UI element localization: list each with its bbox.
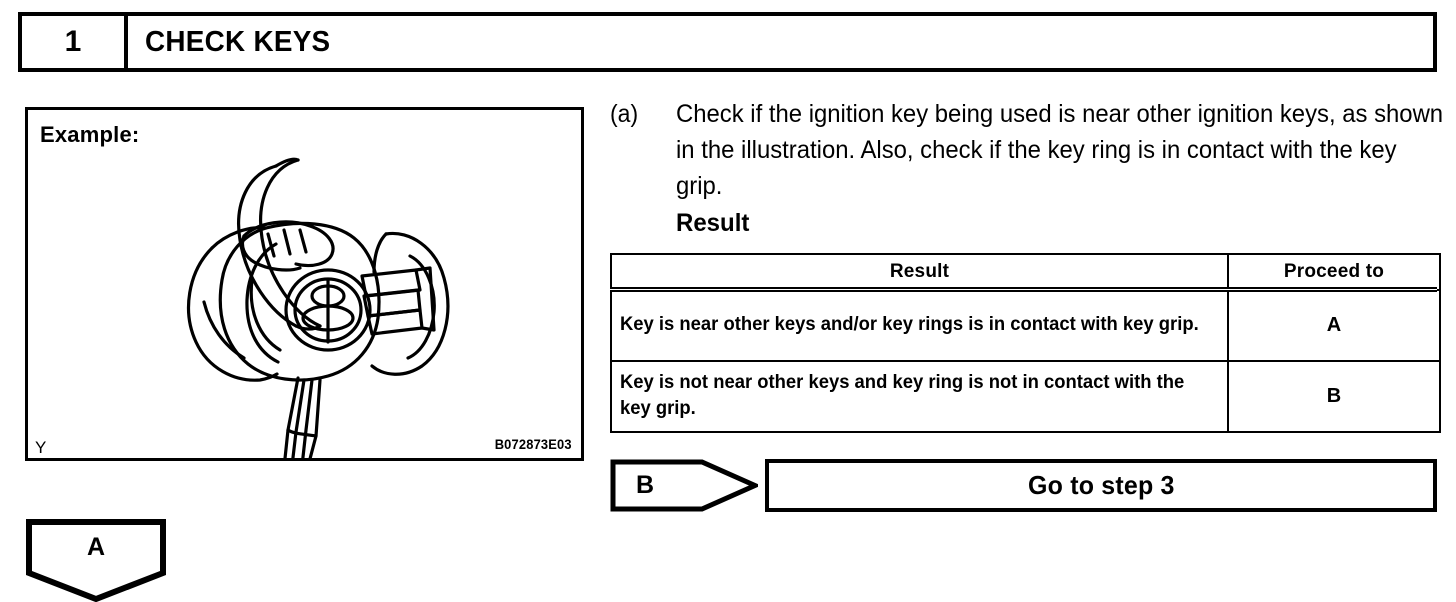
result-text-cell: Key is not near other keys and key ring … xyxy=(610,360,1229,433)
result-text-cell: Key is near other keys and/or key rings … xyxy=(610,289,1229,362)
column-header-result: Result xyxy=(610,253,1229,291)
goto-step-label: Go to step 3 xyxy=(1027,470,1175,500)
instruction-block: (a) Check if the ignition key being used… xyxy=(610,96,1443,240)
step-title: CHECK KEYS xyxy=(145,25,331,58)
proceed-to-cell: B xyxy=(1227,360,1441,433)
table-row: Key is not near other keys and key ring … xyxy=(610,360,1441,433)
instruction-body: Check if the ignition key being used is … xyxy=(676,96,1456,240)
table-row: Key is near other keys and/or key rings … xyxy=(610,289,1441,362)
instruction-row: (a) Check if the ignition key being used… xyxy=(610,96,1443,240)
branch-a-connector-tag xyxy=(26,519,166,602)
result-table: Result Proceed to Key is near other keys… xyxy=(610,253,1441,433)
step-number-cell: 1 xyxy=(22,16,128,68)
illustration-panel: Example: xyxy=(25,107,584,479)
result-heading: Result xyxy=(676,209,750,237)
column-header-proceed-to: Proceed to xyxy=(1227,253,1441,291)
instruction-text: Check if the ignition key being used is … xyxy=(676,100,1444,200)
instruction-marker: (a) xyxy=(610,100,639,128)
branch-b-letter: B xyxy=(636,471,655,499)
illustration-caption: Example: xyxy=(40,122,140,147)
goto-step-box: Go to step 3 xyxy=(765,459,1437,512)
result-text: Key is near other keys and/or key rings … xyxy=(620,314,1199,335)
ignition-key-illustration xyxy=(148,130,478,479)
step-title-cell: CHECK KEYS xyxy=(128,16,1433,68)
proceed-to-cell: A xyxy=(1227,289,1441,362)
branch-b-row: B Go to step 3 xyxy=(610,459,1437,512)
orientation-mark: Y xyxy=(35,438,47,457)
table-header-row: Result Proceed to xyxy=(610,253,1441,291)
branch-a-letter: A xyxy=(86,533,106,561)
step-number: 1 xyxy=(64,25,82,58)
result-text: Key is not near other keys and key ring … xyxy=(620,372,1185,419)
figure-id-label: B072873E03 xyxy=(494,436,572,452)
branch-b-arrow-tag xyxy=(610,459,758,512)
step-header-bar: 1 CHECK KEYS xyxy=(18,12,1437,72)
